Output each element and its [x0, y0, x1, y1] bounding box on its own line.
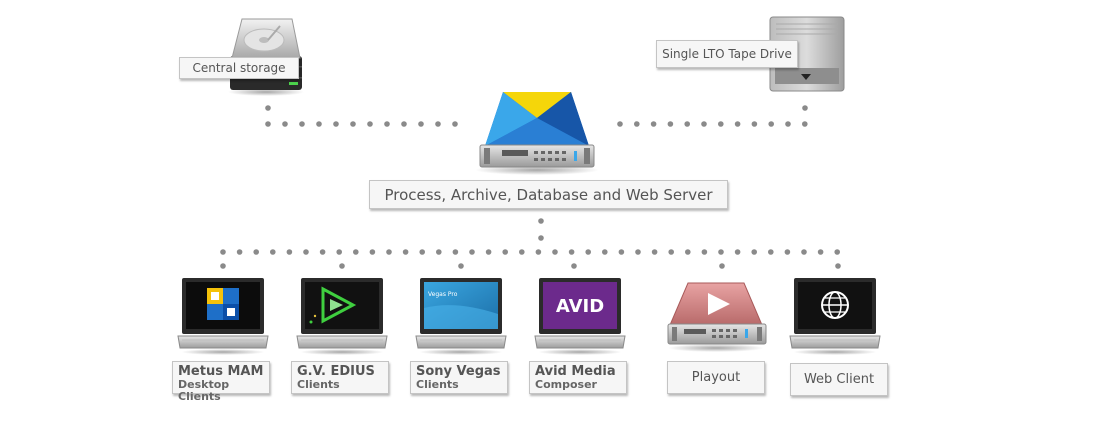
connector-dot — [350, 121, 356, 127]
connector-dot — [436, 249, 442, 255]
connector-dot — [333, 121, 339, 127]
sony-vegas-label: Sony Vegas Clients — [410, 361, 508, 394]
laptop-icon — [789, 278, 881, 355]
connector-dot — [384, 121, 390, 127]
connector-dot — [401, 121, 407, 127]
server-icon — [475, 92, 599, 175]
server-label: Process, Archive, Database and Web Serve… — [369, 180, 728, 209]
connector-dot — [265, 121, 271, 127]
connector-dot — [452, 249, 459, 255]
web-client-label: Web Client — [790, 363, 888, 396]
connector-dot — [316, 121, 322, 127]
connector-dot — [835, 263, 841, 269]
metus-logo-icon — [207, 288, 239, 320]
connector-dot — [801, 249, 807, 255]
connector-dot — [469, 249, 475, 255]
connector-dot — [552, 249, 558, 255]
play-icon — [708, 293, 730, 315]
connector-dot — [618, 249, 625, 255]
connector-dot — [667, 121, 674, 127]
connector-dot — [367, 121, 373, 127]
vegas-screen-text: Vegas Pro — [428, 291, 458, 298]
connector-dot — [751, 121, 758, 127]
connector-dot — [635, 249, 641, 255]
playout-server-icon — [667, 282, 767, 352]
laptop-icon: Vegas Pro — [415, 278, 507, 355]
connector-dot — [701, 121, 707, 127]
connector-dot — [286, 249, 293, 255]
connector-dot — [236, 249, 243, 255]
connector-dot — [502, 249, 509, 255]
globe-icon — [821, 291, 849, 319]
connector-dot — [751, 249, 757, 255]
tape-drive-icon — [769, 16, 845, 92]
connector-dot — [718, 121, 724, 127]
connector-dot — [253, 249, 259, 255]
connector-dot — [319, 249, 326, 255]
connector-dot — [719, 263, 725, 269]
avid-label: Avid Media Composer — [529, 361, 627, 394]
connector-dot — [402, 249, 409, 255]
connector-dot — [685, 249, 691, 255]
connector-dot — [602, 249, 608, 255]
connector-dot — [353, 249, 359, 255]
playout-label: Playout — [667, 361, 765, 394]
central-storage-label: Central storage — [179, 57, 299, 79]
connector-dot — [386, 249, 392, 255]
connector-dot — [568, 249, 575, 255]
connector-dots — [220, 105, 841, 269]
connector-dot — [220, 249, 226, 255]
connector-dot — [282, 121, 288, 127]
connector-dot — [452, 121, 458, 127]
connector-dot — [535, 249, 542, 255]
connector-dot — [538, 235, 544, 241]
connector-dot — [784, 249, 791, 255]
laptop-icon — [296, 278, 388, 355]
connector-dot — [571, 263, 577, 269]
connector-dot — [734, 121, 741, 127]
edius-play-icon — [309, 286, 357, 324]
connector-dot — [718, 249, 724, 255]
connector-dot — [834, 249, 840, 255]
connector-dot — [419, 249, 426, 255]
connector-dot — [701, 249, 708, 255]
tape-drive-label: Single LTO Tape Drive — [656, 40, 798, 68]
connector-dot — [802, 105, 808, 111]
connector-dot — [684, 121, 690, 127]
connector-dot — [538, 218, 544, 224]
connector-dot — [299, 121, 305, 127]
connector-dot — [634, 121, 640, 127]
connector-dot — [768, 249, 774, 255]
connector-dot — [785, 121, 791, 127]
connector-dot — [668, 249, 674, 255]
edius-label: G.V. EDIUS Clients — [291, 361, 389, 394]
connector-dot — [519, 249, 525, 255]
connector-dot — [617, 121, 623, 127]
avid-logo-text: AVID — [556, 296, 604, 317]
connector-dot — [734, 249, 741, 255]
connector-dot — [270, 249, 276, 255]
connector-dot — [817, 249, 824, 255]
connector-dot — [303, 249, 309, 255]
connector-dot — [418, 121, 424, 127]
connector-dot — [768, 121, 774, 127]
laptop-icon — [177, 278, 269, 355]
connector-dot — [651, 249, 658, 255]
connector-dot — [220, 263, 226, 269]
connector-dot — [585, 249, 591, 255]
connector-dot — [458, 263, 464, 269]
laptop-icon: AVID — [534, 278, 626, 355]
connector-dot — [265, 105, 271, 111]
connector-dot — [650, 121, 657, 127]
connector-dot — [336, 249, 343, 255]
metus-mam-label: Metus MAM Desktop Clients — [172, 361, 270, 403]
connector-dot — [369, 249, 376, 255]
connector-dot — [435, 121, 441, 127]
connector-dot — [802, 121, 808, 127]
connector-dot — [339, 263, 345, 269]
connector-dot — [485, 249, 492, 255]
